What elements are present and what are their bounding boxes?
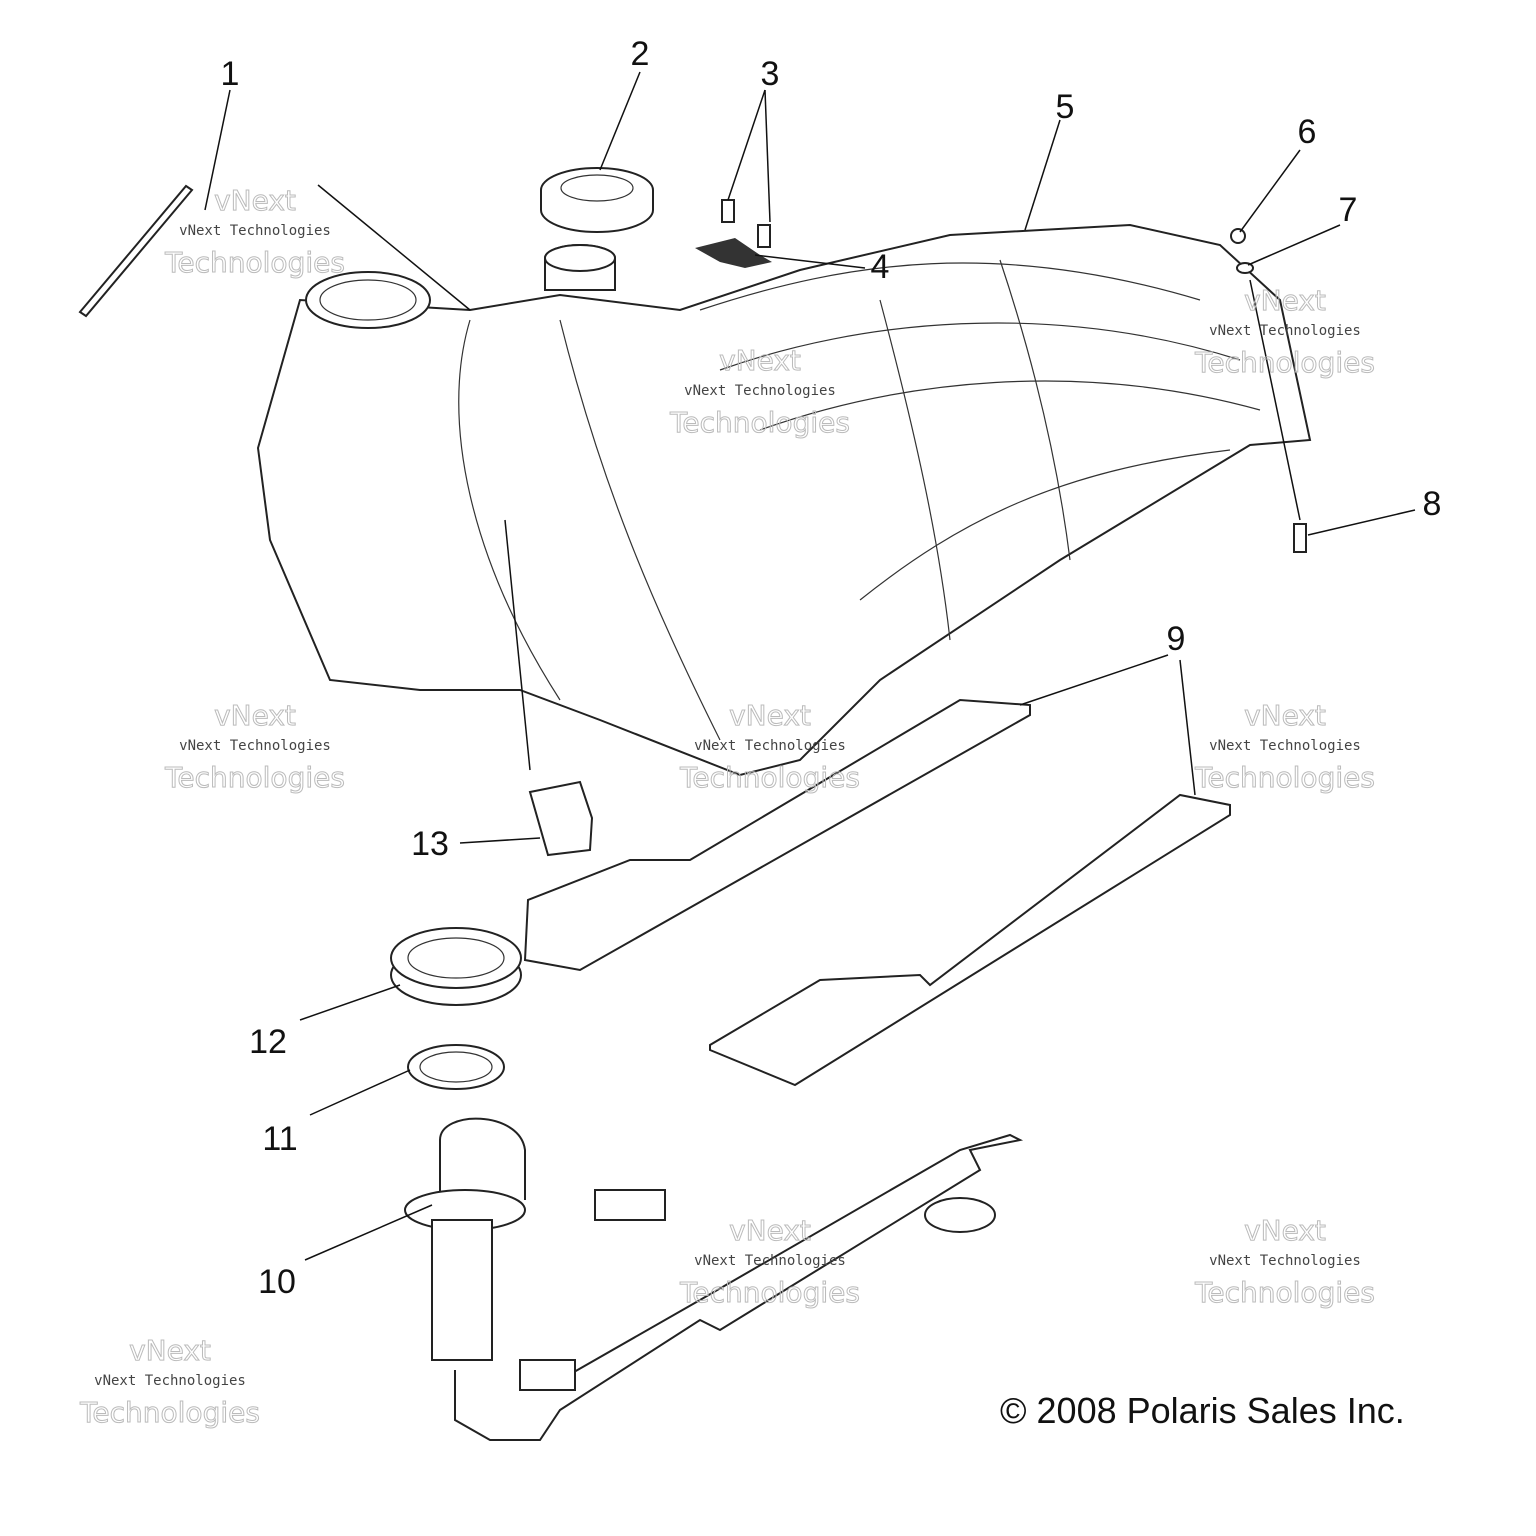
leader-line — [504, 519, 531, 771]
callout-4: 4 — [871, 248, 890, 286]
bracket — [695, 238, 772, 268]
lock-ring — [390, 927, 522, 1006]
heat-shield-pad — [523, 698, 1031, 972]
leader-line — [1247, 224, 1341, 266]
watermark-big-text: vNext — [729, 1214, 811, 1247]
fuel-tank — [256, 223, 1312, 777]
watermark-big-text: vNext — [129, 1334, 211, 1367]
leader-line — [754, 254, 866, 269]
washer — [1236, 262, 1254, 274]
watermark-text: vNext Technologies — [94, 1373, 246, 1389]
copyright-text: © 2008 Polaris Sales Inc. — [1000, 1390, 1405, 1431]
watermark-big-text: Technologies — [679, 761, 860, 794]
callout-2: 2 — [631, 35, 650, 73]
leader-line — [1239, 149, 1301, 233]
watermark-big-text: Technologies — [1194, 761, 1375, 794]
watermark-big-text: Technologies — [1194, 1276, 1375, 1309]
watermark-text: vNext Technologies — [179, 738, 331, 754]
watermark-big-text: vNext — [1244, 699, 1326, 732]
callout-9: 9 — [1167, 620, 1186, 658]
leader-line — [764, 89, 771, 223]
parts-drawing — [78, 167, 1312, 1441]
leader-lines — [204, 71, 1416, 1261]
nut — [1230, 228, 1246, 244]
callout-3: 3 — [761, 55, 780, 93]
mounting-bolt — [1293, 523, 1307, 553]
watermark-text: vNext Technologies — [179, 223, 331, 239]
vent-hose — [78, 184, 194, 318]
bolt — [721, 199, 735, 223]
leader-line — [299, 984, 401, 1021]
leader-line — [309, 1069, 411, 1116]
leader-line — [317, 184, 471, 311]
leader-line — [459, 837, 541, 844]
leader-line — [204, 89, 231, 211]
watermark-big-text: Technologies — [1194, 346, 1375, 379]
leader-line — [1179, 659, 1196, 796]
leader-line — [599, 71, 641, 171]
watermark-big-text: Technologies — [79, 1396, 260, 1429]
callout-6: 6 — [1298, 113, 1317, 151]
fuel-cap — [540, 167, 654, 233]
watermark-big-text: vNext — [214, 699, 296, 732]
leader-line — [1024, 119, 1061, 231]
watermark-big-text: vNext — [1244, 1214, 1326, 1247]
callout-1: 1 — [221, 55, 240, 93]
callout-8: 8 — [1423, 485, 1442, 523]
watermark-big-text: Technologies — [679, 1276, 860, 1309]
watermark-big-text: vNext — [1244, 284, 1326, 317]
watermark-big-text: Technologies — [164, 246, 345, 279]
watermark-big-text: vNext — [214, 184, 296, 217]
watermark-text: vNext Technologies — [694, 1253, 846, 1269]
watermark-text: vNext Technologies — [1209, 1253, 1361, 1269]
fuel-pump-assembly — [404, 1117, 1024, 1441]
leader-line — [1249, 279, 1301, 521]
callout-7: 7 — [1339, 191, 1358, 229]
watermark-big-text: Technologies — [164, 761, 345, 794]
callout-13: 13 — [411, 825, 449, 863]
foam-block — [528, 780, 594, 857]
seal-gasket — [407, 1044, 505, 1090]
leader-line — [1019, 654, 1169, 706]
watermark-text: vNext Technologies — [1209, 323, 1361, 339]
watermark-text: vNext Technologies — [694, 738, 846, 754]
leader-line — [1307, 509, 1416, 536]
watermark-big-text: Technologies — [669, 406, 850, 439]
leader-line — [727, 89, 766, 201]
heat-shield-pad — [709, 793, 1231, 1087]
callout-10: 10 — [258, 1263, 296, 1301]
watermark-big-text: vNext — [729, 699, 811, 732]
bolt — [757, 224, 771, 248]
watermark-text: vNext Technologies — [684, 383, 836, 399]
callout-11: 11 — [262, 1120, 297, 1158]
callout-5: 5 — [1056, 88, 1075, 126]
callout-12: 12 — [249, 1023, 287, 1061]
watermark-big-text: vNext — [719, 344, 801, 377]
leader-line — [304, 1204, 433, 1261]
watermark-text: vNext Technologies — [1209, 738, 1361, 754]
